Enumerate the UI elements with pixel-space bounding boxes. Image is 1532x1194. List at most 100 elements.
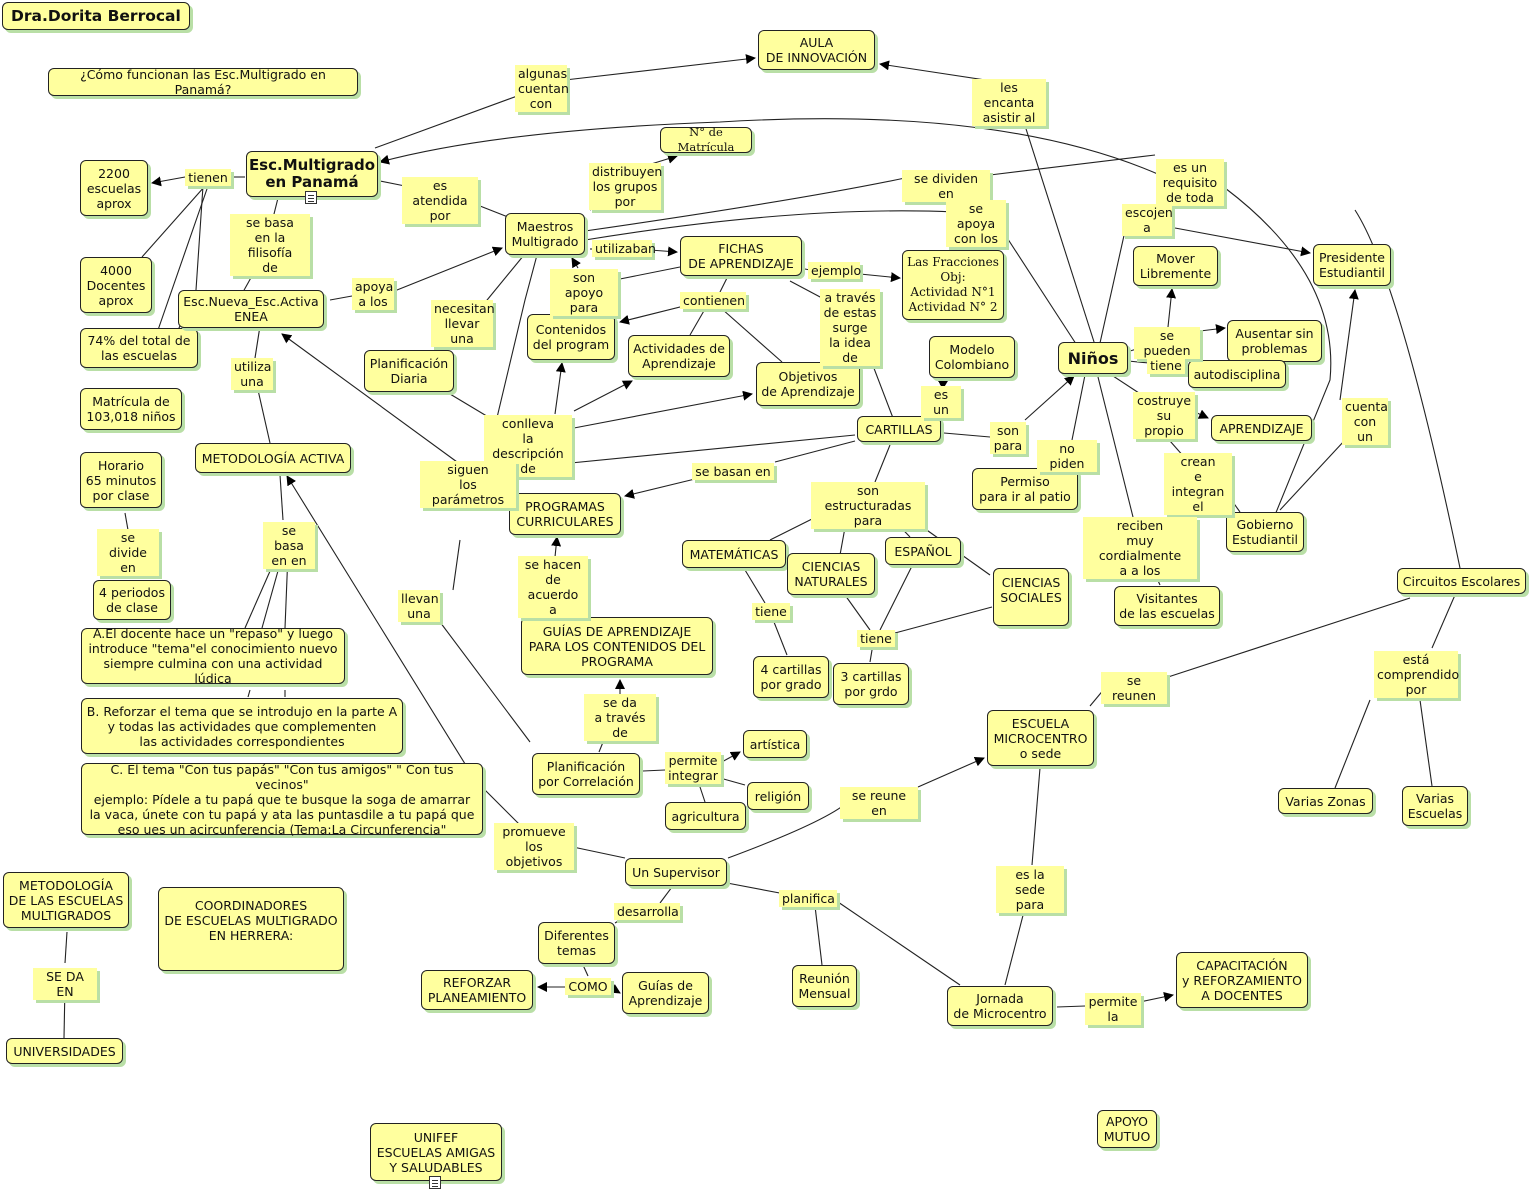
node-planificacion-correlacion[interactable]: Planificación por Correlación <box>532 753 640 795</box>
node-3-cartillas[interactable]: 3 cartillas por grdo <box>833 663 909 705</box>
link-label: escojen a <box>1122 204 1173 236</box>
node-horario[interactable]: Horario 65 minutos por clase <box>80 452 162 508</box>
node-metodologia-escuelas[interactable]: METODOLOGÍA DE LAS ESCUELAS MULTIGRADOS <box>3 872 129 928</box>
link-label: apoya a los <box>352 278 394 310</box>
link-label: distribuyen los grupos por <box>589 163 662 210</box>
link-label: se da a través de <box>584 694 656 741</box>
node-apoyo-mutuo[interactable]: APOYO MUTUO <box>1097 1110 1157 1148</box>
link-label: siguen los parámetros <box>420 461 516 508</box>
node-espanol[interactable]: ESPAÑOL <box>885 537 961 565</box>
node-esc-multigrado[interactable]: Esc.Multigrado en Panamá <box>246 151 378 197</box>
node-guias-de-aprendizaje[interactable]: Guías de Aprendizaje <box>622 972 709 1014</box>
link-label: se hacen de acuerdo a <box>518 556 588 618</box>
link-label: son para <box>990 422 1026 454</box>
node-programas-curriculares[interactable]: PROGRAMAS CURRICULARES <box>509 493 621 535</box>
link-label: es un <box>921 386 961 418</box>
node-actividades-aprendizaje[interactable]: Actividades de Aprendizaje <box>628 335 730 377</box>
link-label: COMO <box>565 978 611 995</box>
node-fichas-aprendizaje[interactable]: FICHAS DE APRENDIZAJE <box>680 236 802 276</box>
link-label: se divide en <box>97 529 159 576</box>
link-label: se apoya con los <box>946 200 1006 247</box>
node-agricultura[interactable]: agricultura <box>665 802 746 830</box>
link-label: es atendida por <box>402 177 478 224</box>
link-label: se dividen en <box>902 170 990 202</box>
node-4000-docentes[interactable]: 4000 Docentes aprox <box>80 257 152 313</box>
node-matematicas[interactable]: MATEMÁTICAS <box>682 540 786 568</box>
main-question[interactable]: ¿Cómo funcionan las Esc.Multigrado en Pa… <box>48 67 358 97</box>
link-label: SE DA EN <box>33 968 97 1000</box>
node-jornada-microcentro[interactable]: Jornada de Microcentro <box>947 986 1053 1026</box>
node-autodisciplina[interactable]: autodisciplina <box>1188 360 1286 388</box>
node-texto-c[interactable]: C. El tema "Con tus papás" "Con tus amig… <box>81 762 483 837</box>
link-label: permite la <box>1085 993 1141 1025</box>
link-label: se basa en en <box>263 522 315 569</box>
link-label: ejemplo <box>808 262 861 279</box>
link-label: tiene <box>752 603 790 620</box>
node-ciencias-naturales[interactable]: CIENCIAS NATURALES <box>787 553 875 595</box>
link-label: se pueden <box>1134 327 1200 359</box>
node-matricula[interactable]: Matrícula de 103,018 niños <box>80 388 182 430</box>
node-cartillas[interactable]: CARTILLAS <box>857 416 941 442</box>
node-numero-matricula[interactable]: N° de Matrícula <box>660 125 752 154</box>
node-planificacion-diaria[interactable]: Planificación Diaria <box>364 350 454 392</box>
node-escuela-microcentro[interactable]: ESCUELA MICROCENTRO o sede <box>987 710 1094 766</box>
node-4-cartillas[interactable]: 4 cartillas por grado <box>753 656 829 698</box>
link-label: está comprendido por <box>1374 651 1459 698</box>
node-diferentes-temas[interactable]: Diferentes temas <box>538 922 615 964</box>
node-presidente-estudiantil[interactable]: Presidente Estudiantil <box>1313 244 1391 286</box>
node-contenidos-programa[interactable]: Contenidos del program <box>527 314 615 360</box>
node-reforzar-planeamiento[interactable]: REFORZAR PLANEAMIENTO <box>421 970 533 1010</box>
node-guias-aprendizaje[interactable]: GUÍAS DE APRENDIZAJE PARA LOS CONTENIDOS… <box>521 617 713 675</box>
link-label: contienen <box>680 292 746 309</box>
link-label: reciben muy cordialmente a a los <box>1083 517 1197 579</box>
link-label: cuenta con un <box>1342 398 1388 445</box>
author-title: Dra.Dorita Berrocal <box>2 2 190 30</box>
node-texto-a[interactable]: A.El docente hace un "repaso" y luego in… <box>81 626 345 686</box>
node-universidades[interactable]: UNIVERSIDADES <box>6 1038 123 1064</box>
node-2200-escuelas[interactable]: 2200 escuelas aprox <box>80 160 148 216</box>
node-mover-libremente[interactable]: Mover Libremente <box>1133 246 1218 286</box>
link-label: promueve los objetivos <box>494 823 574 870</box>
link-label: se reunen <box>1101 672 1167 704</box>
node-ausentar[interactable]: Ausentar sin problemas <box>1227 320 1322 362</box>
link-label: desarrolla <box>614 903 680 920</box>
node-4-periodos[interactable]: 4 periodos de clase <box>93 580 171 620</box>
link-label: a través de estas surge la idea de <box>820 289 880 366</box>
node-circuitos-escolares[interactable]: Circuitos Escolares <box>1397 568 1526 594</box>
node-varias-zonas[interactable]: Varias Zonas <box>1278 788 1373 814</box>
node-ciencias-sociales[interactable]: CIENCIAS SOCIALES <box>993 568 1069 626</box>
node-permiso[interactable]: Permiso para ir al patio <box>972 468 1078 510</box>
node-coordinadores[interactable]: COORDINADORES DE ESCUELAS MULTIGRADO EN … <box>158 887 344 971</box>
link-label: necesitan llevar una <box>431 300 495 347</box>
node-esc-nueva-enea[interactable]: Esc.Nueva_Esc.Activa ENEA <box>178 290 324 328</box>
node-artistica[interactable]: artística <box>743 730 807 758</box>
node-las-fracciones[interactable]: Las Fracciones Obj: Actividad N°1 Activi… <box>902 250 1004 320</box>
link-label: es un requisito de toda <box>1156 159 1224 206</box>
node-visitantes[interactable]: Visitantes de las escuelas <box>1114 586 1220 626</box>
link-label: utiliza una <box>231 358 273 390</box>
link-label: llevan una <box>398 590 440 622</box>
link-label: se basa en la filisofía de <box>230 214 310 276</box>
node-religion[interactable]: religión <box>747 782 809 810</box>
document-icon[interactable] <box>305 191 317 204</box>
node-maestros-multigrado[interactable]: Maestros Multigrado <box>505 213 585 255</box>
link-label: crean e integran el <box>1164 453 1232 515</box>
node-unifef[interactable]: UNIFEF ESCUELAS AMIGAS Y SALUDABLES <box>370 1123 502 1181</box>
node-metodologia-activa[interactable]: METODOLOGÍA ACTIVA <box>195 443 351 473</box>
node-modelo-colombiano[interactable]: Modelo Colombiano <box>929 336 1015 378</box>
node-texto-b[interactable]: B. Reforzar el tema que se introdujo en … <box>81 698 403 754</box>
node-objetivos-aprendizaje[interactable]: Objetivos de Aprendizaje <box>756 362 860 406</box>
node-capacitacion[interactable]: CAPACITACIÓN y REFORZAMIENTO A DOCENTES <box>1176 952 1308 1008</box>
link-label: no piden <box>1037 440 1097 472</box>
node-74-porciento[interactable]: 74% del total de las escuelas <box>80 328 198 368</box>
link-label: conlleva la descripción de <box>484 415 572 477</box>
node-aprendizaje[interactable]: APRENDIZAJE <box>1211 415 1312 441</box>
node-un-supervisor[interactable]: Un Supervisor <box>625 858 727 886</box>
document-icon[interactable] <box>429 1176 441 1189</box>
node-aula-innovacion[interactable]: AULA DE INNOVACIÓN <box>758 30 875 70</box>
node-reunion-mensual[interactable]: Reunión Mensual <box>792 965 857 1007</box>
node-gobierno-estudiantil[interactable]: Gobierno Estudiantil <box>1226 512 1304 552</box>
node-varias-escuelas[interactable]: Varias Escuelas <box>1402 786 1468 826</box>
node-ninos[interactable]: Niños <box>1058 342 1128 374</box>
